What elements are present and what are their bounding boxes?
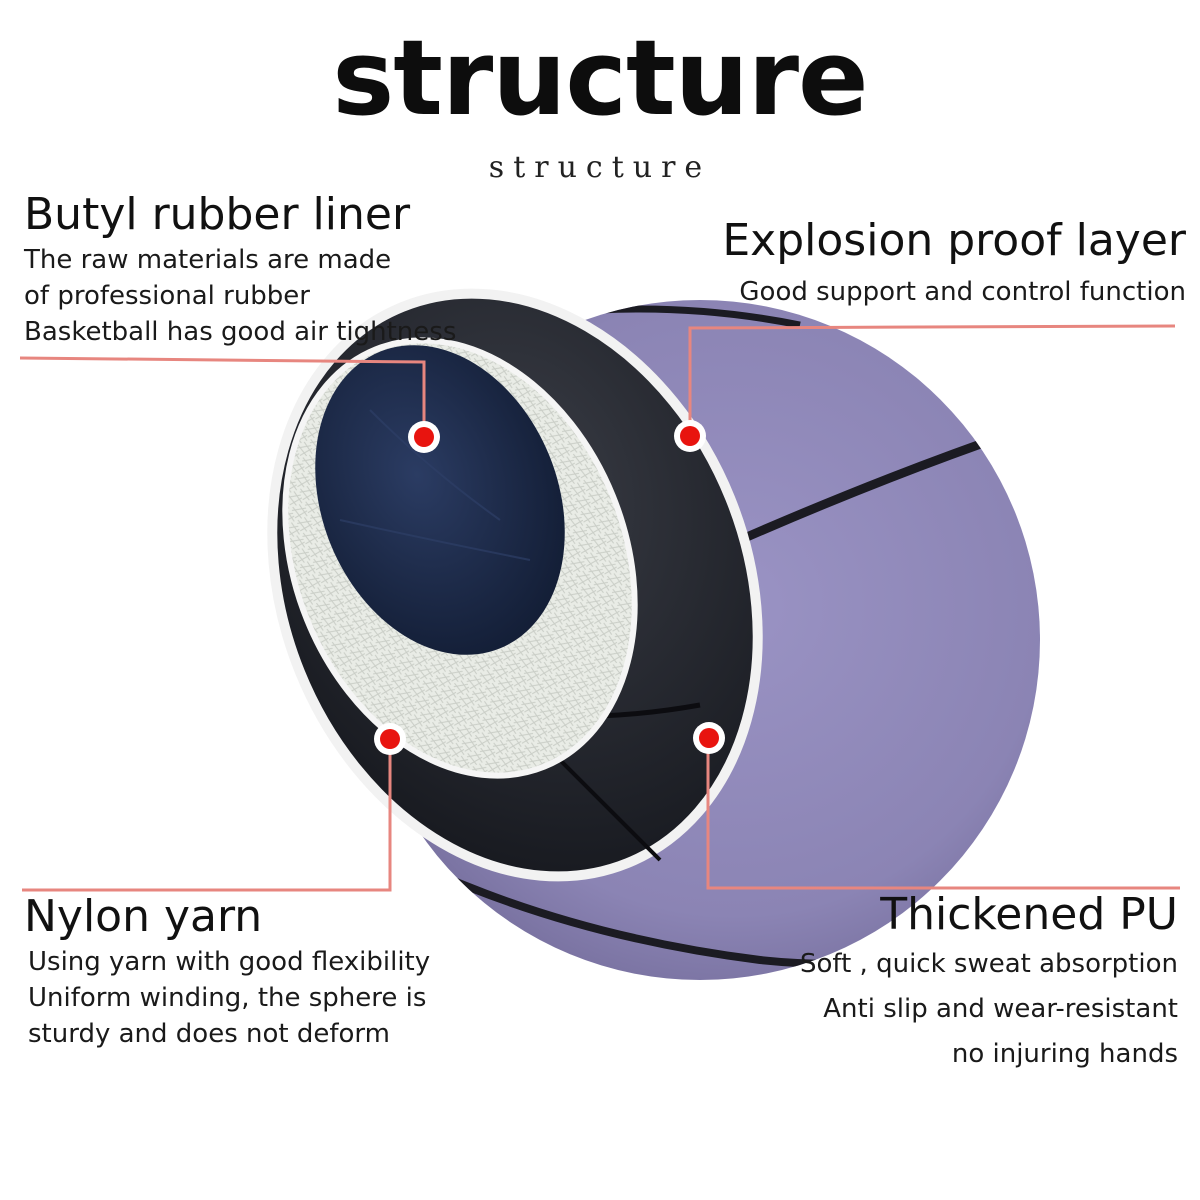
page-subtitle: structure xyxy=(488,150,712,185)
desc-line: Uniform winding, the sphere is xyxy=(28,983,427,1013)
markers xyxy=(374,420,725,755)
leader-line-nylon xyxy=(22,740,392,892)
page-title: structure xyxy=(332,17,868,139)
leader-lines xyxy=(19,324,1180,892)
heading-pu: Thickened PU xyxy=(880,889,1178,940)
desc-line: The raw materials are made xyxy=(24,245,392,275)
label-thickened-pu: Thickened PU Soft , quick sweat absorpti… xyxy=(800,888,1178,1077)
leader-line-butyl xyxy=(19,356,426,436)
leader-line-pu xyxy=(706,738,1180,890)
heading-nylon: Nylon yarn xyxy=(24,891,263,942)
leader-line-explosion xyxy=(688,324,1176,436)
label-butyl-rubber-liner: Butyl rubber liner The raw materials are… xyxy=(24,188,456,350)
butyl-rubber-liner xyxy=(315,345,565,655)
heading-explosion: Explosion proof layer xyxy=(722,215,1186,266)
desc-line: Basketball has good air tightness xyxy=(24,317,457,347)
desc-line: no injuring hands xyxy=(951,1039,1178,1069)
desc-line: Good support and control function xyxy=(739,277,1186,307)
desc-line: Anti slip and wear-resistant xyxy=(823,994,1178,1024)
desc-line: sturdy and does not deform xyxy=(28,1019,390,1049)
desc-line: Using yarn with good flexibility xyxy=(28,947,431,977)
heading-butyl: Butyl rubber liner xyxy=(24,189,411,240)
label-explosion-proof-layer: Explosion proof layer Good support and c… xyxy=(722,214,1186,310)
label-nylon-yarn: Nylon yarn Using yarn with good flexibil… xyxy=(24,890,430,1052)
desc-line: Soft , quick sweat absorption xyxy=(799,949,1178,979)
desc-line: of professional rubber xyxy=(24,281,310,311)
